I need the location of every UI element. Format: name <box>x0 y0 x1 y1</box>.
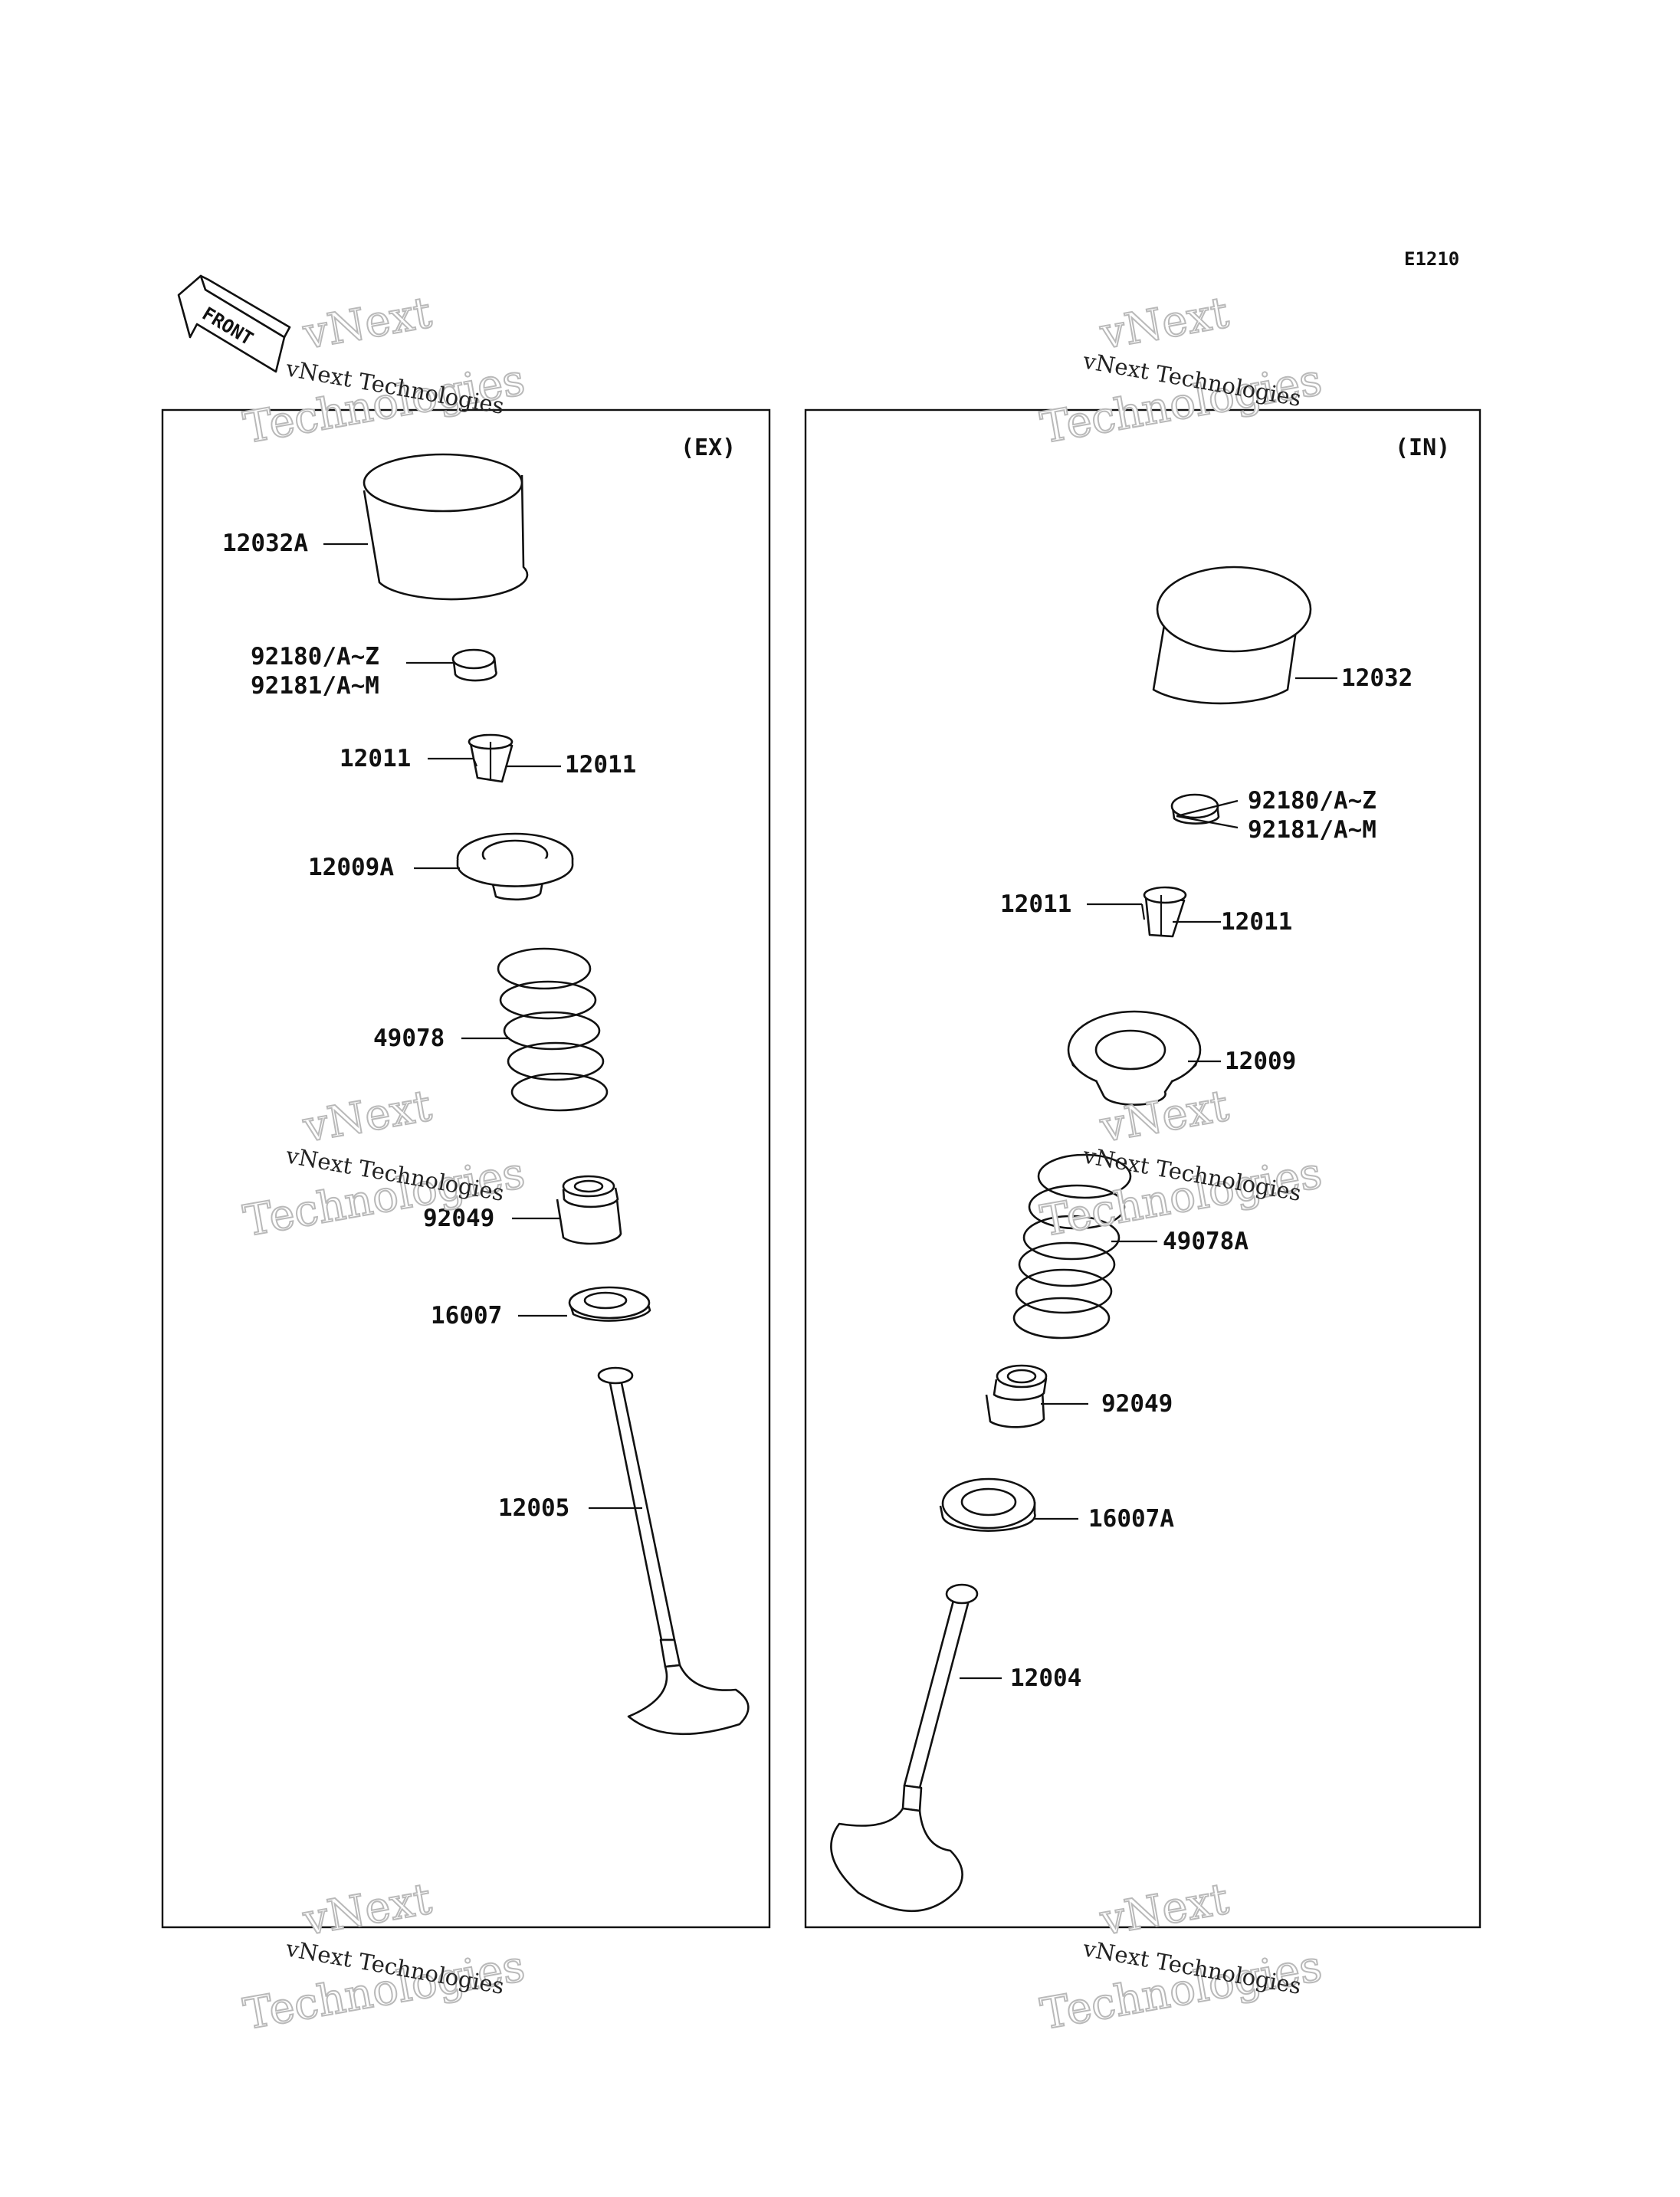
intake-section-frame <box>804 408 1481 1929</box>
svg-text:vNext: vNext <box>299 1081 435 1153</box>
svg-text:vNext: vNext <box>299 288 435 359</box>
in-valve <box>830 1583 979 1913</box>
in-label-spring-seat: 16007A <box>1088 1505 1174 1533</box>
front-arrow-icon: FRONT <box>177 274 291 373</box>
in-retainer <box>1067 1010 1202 1107</box>
diagram-code: E1210 <box>1404 248 1459 270</box>
in-label-stem-seal: 92049 <box>1101 1390 1173 1418</box>
ex-spring-seat <box>568 1286 651 1322</box>
ex-label-stem-seal: 92049 <box>423 1205 494 1232</box>
ex-shim <box>451 648 497 682</box>
leader-lines <box>323 543 1337 1680</box>
in-tappet <box>1152 566 1312 705</box>
in-label-tappet: 12032 <box>1341 664 1413 692</box>
ex-label-spring: 49078 <box>373 1025 445 1052</box>
watermark-bottom-right: vNext Technologies vNext Technologies <box>1036 1874 1326 2041</box>
in-shim <box>1170 793 1220 825</box>
in-label-cotter-right: 12011 <box>1221 908 1292 936</box>
exhaust-section-frame <box>161 408 771 1929</box>
svg-text:vNext: vNext <box>1096 288 1232 359</box>
in-spring-seat <box>939 1477 1036 1532</box>
intake-section-title: (IN) <box>1395 434 1450 461</box>
svg-text:vNext: vNext <box>299 1874 435 1946</box>
watermark-mid-right: vNext Technologies vNext Technologies <box>1036 1080 1326 1248</box>
in-cotters <box>1143 886 1187 938</box>
ex-tappet <box>363 453 529 601</box>
ex-retainer <box>456 832 574 901</box>
ex-valve <box>597 1366 750 1736</box>
ex-cotters <box>468 733 514 783</box>
ex-label-shim-1: 92180/A~Z <box>251 643 379 671</box>
watermark-top-left: vNext Technologies vNext Technologies <box>239 287 529 454</box>
exhaust-section-title: (EX) <box>681 434 736 461</box>
ex-label-cotter-left: 12011 <box>340 745 411 772</box>
in-label-cotter-left: 12011 <box>1000 890 1071 918</box>
in-label-valve: 12004 <box>1010 1664 1081 1692</box>
ex-label-tappet: 12032A <box>222 530 308 557</box>
watermark-mid-left: vNext Technologies vNext Technologies <box>239 1080 529 1248</box>
in-spring <box>1012 1153 1132 1340</box>
ex-stem-seal <box>556 1175 622 1245</box>
in-label-shim-2: 92181/A~M <box>1248 816 1376 844</box>
ex-label-cotter-right: 12011 <box>565 751 636 779</box>
watermark-bottom-left: vNext Technologies vNext Technologies <box>239 1874 529 2041</box>
ex-label-spring-seat: 16007 <box>431 1302 502 1330</box>
watermark-top-right: vNext Technologies vNext Technologies <box>1036 287 1326 454</box>
ex-label-retainer: 12009A <box>308 854 394 881</box>
ex-spring <box>497 947 609 1112</box>
svg-text:vNext: vNext <box>1096 1874 1232 1946</box>
ex-label-valve: 12005 <box>498 1494 569 1522</box>
ex-label-shim-2: 92181/A~M <box>251 672 379 700</box>
in-label-spring: 49078A <box>1163 1228 1249 1255</box>
in-label-shim-1: 92180/A~Z <box>1248 787 1376 815</box>
in-label-retainer: 12009 <box>1225 1048 1296 1075</box>
in-stem-seal <box>985 1364 1048 1428</box>
